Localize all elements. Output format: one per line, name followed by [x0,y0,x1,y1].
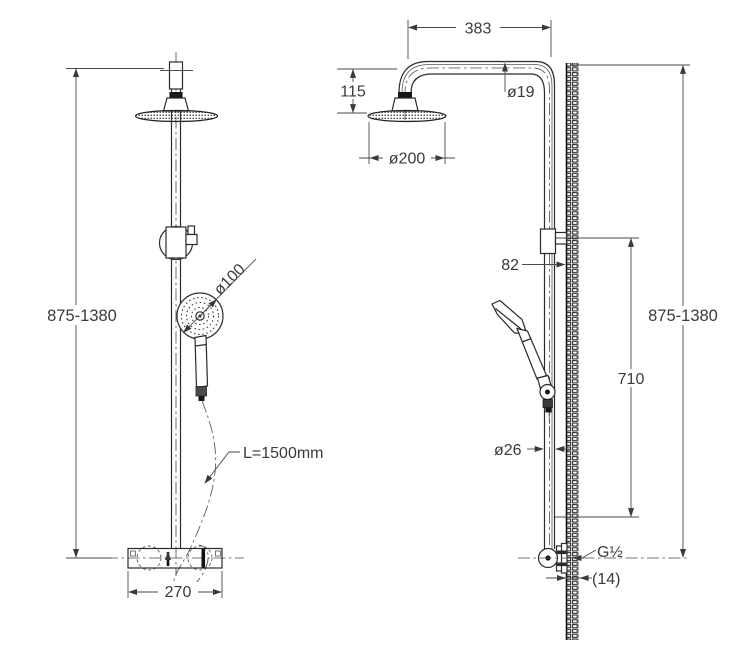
dim-bracket-offset: 82 [501,257,519,274]
dimension-bracket-offset: 82 [501,257,566,274]
dimension-height-front: 875-1380 [47,68,164,559]
front-view: 875-1380 270 ø100 L=1500mm [47,52,324,601]
connection-thread-callout: G½ [572,544,623,562]
hose-length-callout: L=1500mm [204,445,324,484]
wall-supply-elbow [518,542,690,574]
head-cone-side [391,97,419,112]
right-knob-outline [187,545,213,571]
bracket-tab [187,225,196,236]
wall-thickness-callout: (14) [546,571,620,588]
hand-shower-handle [194,334,209,389]
head-mount-ring [169,92,183,98]
hand-shower-head-side [491,299,528,335]
wall-bracket [539,228,568,255]
wall [565,63,579,640]
overhead-shower-front [134,92,219,123]
dim-arm-length: 383 [465,21,492,38]
hand-shower-side [491,299,556,425]
hand-shower-handle-side [516,327,548,380]
left-knob-outline [136,545,162,571]
dim-height-front: 875-1380 [47,307,117,325]
shower-head-disc-side [367,109,447,123]
bracket-knob [185,233,198,246]
mixer-valve [106,545,244,571]
dimension-height-side: 875-1380 [570,64,719,558]
dim-head-diameter: ø200 [389,151,426,168]
head-cone [162,97,190,112]
hose-nut-side [542,399,553,408]
dimension-head-drop: 115 [336,68,397,114]
dim-arm-pipe-diameter: ø19 [507,84,535,101]
mixer-body [127,547,223,569]
shower-hose [173,400,217,591]
shower-head-disc [134,109,219,123]
dimension-column-diameter: ø26 [494,442,571,459]
dim-column-diameter: ø26 [494,442,522,459]
label-connection-thread: G½ [597,544,623,561]
label-hose-length: L=1500mm [243,445,324,462]
dim-head-drop: 115 [340,84,366,101]
pipe-centerline [404,67,550,560]
dimension-base-width: 270 [127,571,223,601]
dim-handshower-diameter: ø100 [211,261,249,299]
dimension-head-diameter: ø200 [359,122,455,168]
shower-arm-and-column [398,60,556,549]
dim-base-width: 270 [165,584,192,601]
wall-hatch [566,63,579,640]
diverter-mark [201,548,206,568]
side-view: 383 115 ø19 ø200 82 [336,18,719,640]
hand-shower-front [176,292,224,401]
dimension-arm-length: 383 [407,18,552,59]
dimension-arm-pipe-diameter: ø19 [500,61,535,101]
hose-nut [195,386,207,397]
dim-height-side: 875-1380 [648,307,718,325]
label-wall-thickness: (14) [592,571,620,588]
overhead-shower-side [367,92,447,123]
slider-bracket [158,225,198,261]
dim-rail-length: 710 [618,371,645,388]
dimension-rail-length: 710 [555,237,650,518]
head-mount-ring-side [398,92,412,98]
